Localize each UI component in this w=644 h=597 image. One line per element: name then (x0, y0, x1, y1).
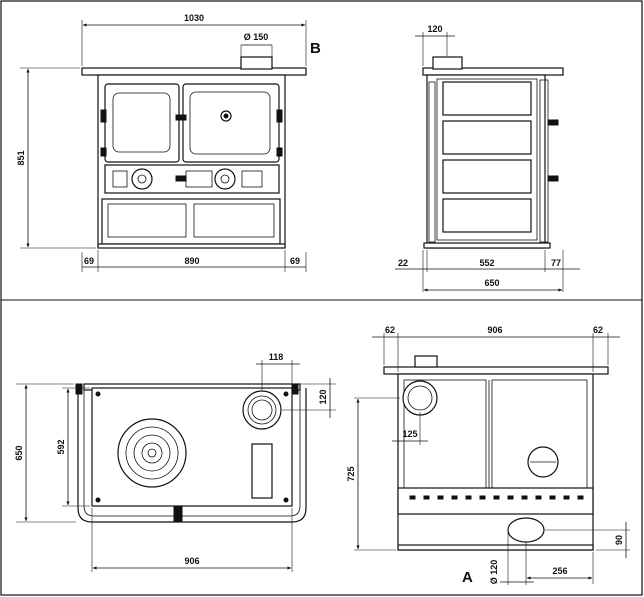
dim-front-width-body: 890 (184, 256, 199, 266)
dim-front-width-total: 1030 (184, 13, 204, 23)
dim-rear-right-margin: 62 (593, 325, 603, 335)
dim-rear-flue-offset: 125 (402, 429, 417, 439)
dim-side-depth-body: 552 (479, 258, 494, 268)
dim-rear-air-height: 90 (614, 535, 624, 545)
dim-front-height: 851 (16, 150, 26, 165)
dim-top-flue-x: 118 (269, 352, 284, 362)
dim-top-depth-body: 592 (56, 439, 66, 454)
dim-rear-flue-height: 725 (346, 466, 356, 481)
dim-rear-width-body: 906 (487, 325, 502, 335)
dim-rear-air-offset: 256 (552, 566, 567, 576)
front-view (81, 56, 307, 249)
dim-top-depth-total: 650 (14, 445, 24, 460)
dim-side-left-margin: 22 (398, 258, 408, 268)
view-label-a: A (462, 569, 473, 586)
dim-side-right-margin: 77 (551, 258, 561, 268)
rear-vent-holes (409, 495, 584, 500)
front-dimensions: 1030 Ø 150 B 851 69 890 69 (16, 13, 321, 272)
dim-rear-air-diameter: Ø 120 (489, 560, 499, 585)
rear-dimensions: 62 906 62 125 725 Ø 120 256 90 A (346, 325, 630, 586)
dim-front-flue-diameter: Ø 150 (244, 32, 269, 42)
side-dimensions: 120 22 552 77 650 (395, 24, 580, 292)
dim-front-side-right: 69 (290, 256, 300, 266)
side-view (422, 56, 564, 249)
dim-front-side-left: 69 (84, 256, 94, 266)
dim-top-width-body: 906 (184, 556, 199, 566)
dim-rear-left-margin: 62 (385, 325, 395, 335)
top-view (75, 383, 307, 523)
dim-side-depth-total: 650 (484, 278, 499, 288)
rear-view (383, 355, 609, 551)
view-label-b: B (310, 40, 321, 57)
dim-top-flue-y: 120 (318, 389, 328, 404)
dim-side-flue-offset: 120 (427, 24, 442, 34)
top-dimensions: 118 120 650 592 906 (14, 352, 336, 572)
